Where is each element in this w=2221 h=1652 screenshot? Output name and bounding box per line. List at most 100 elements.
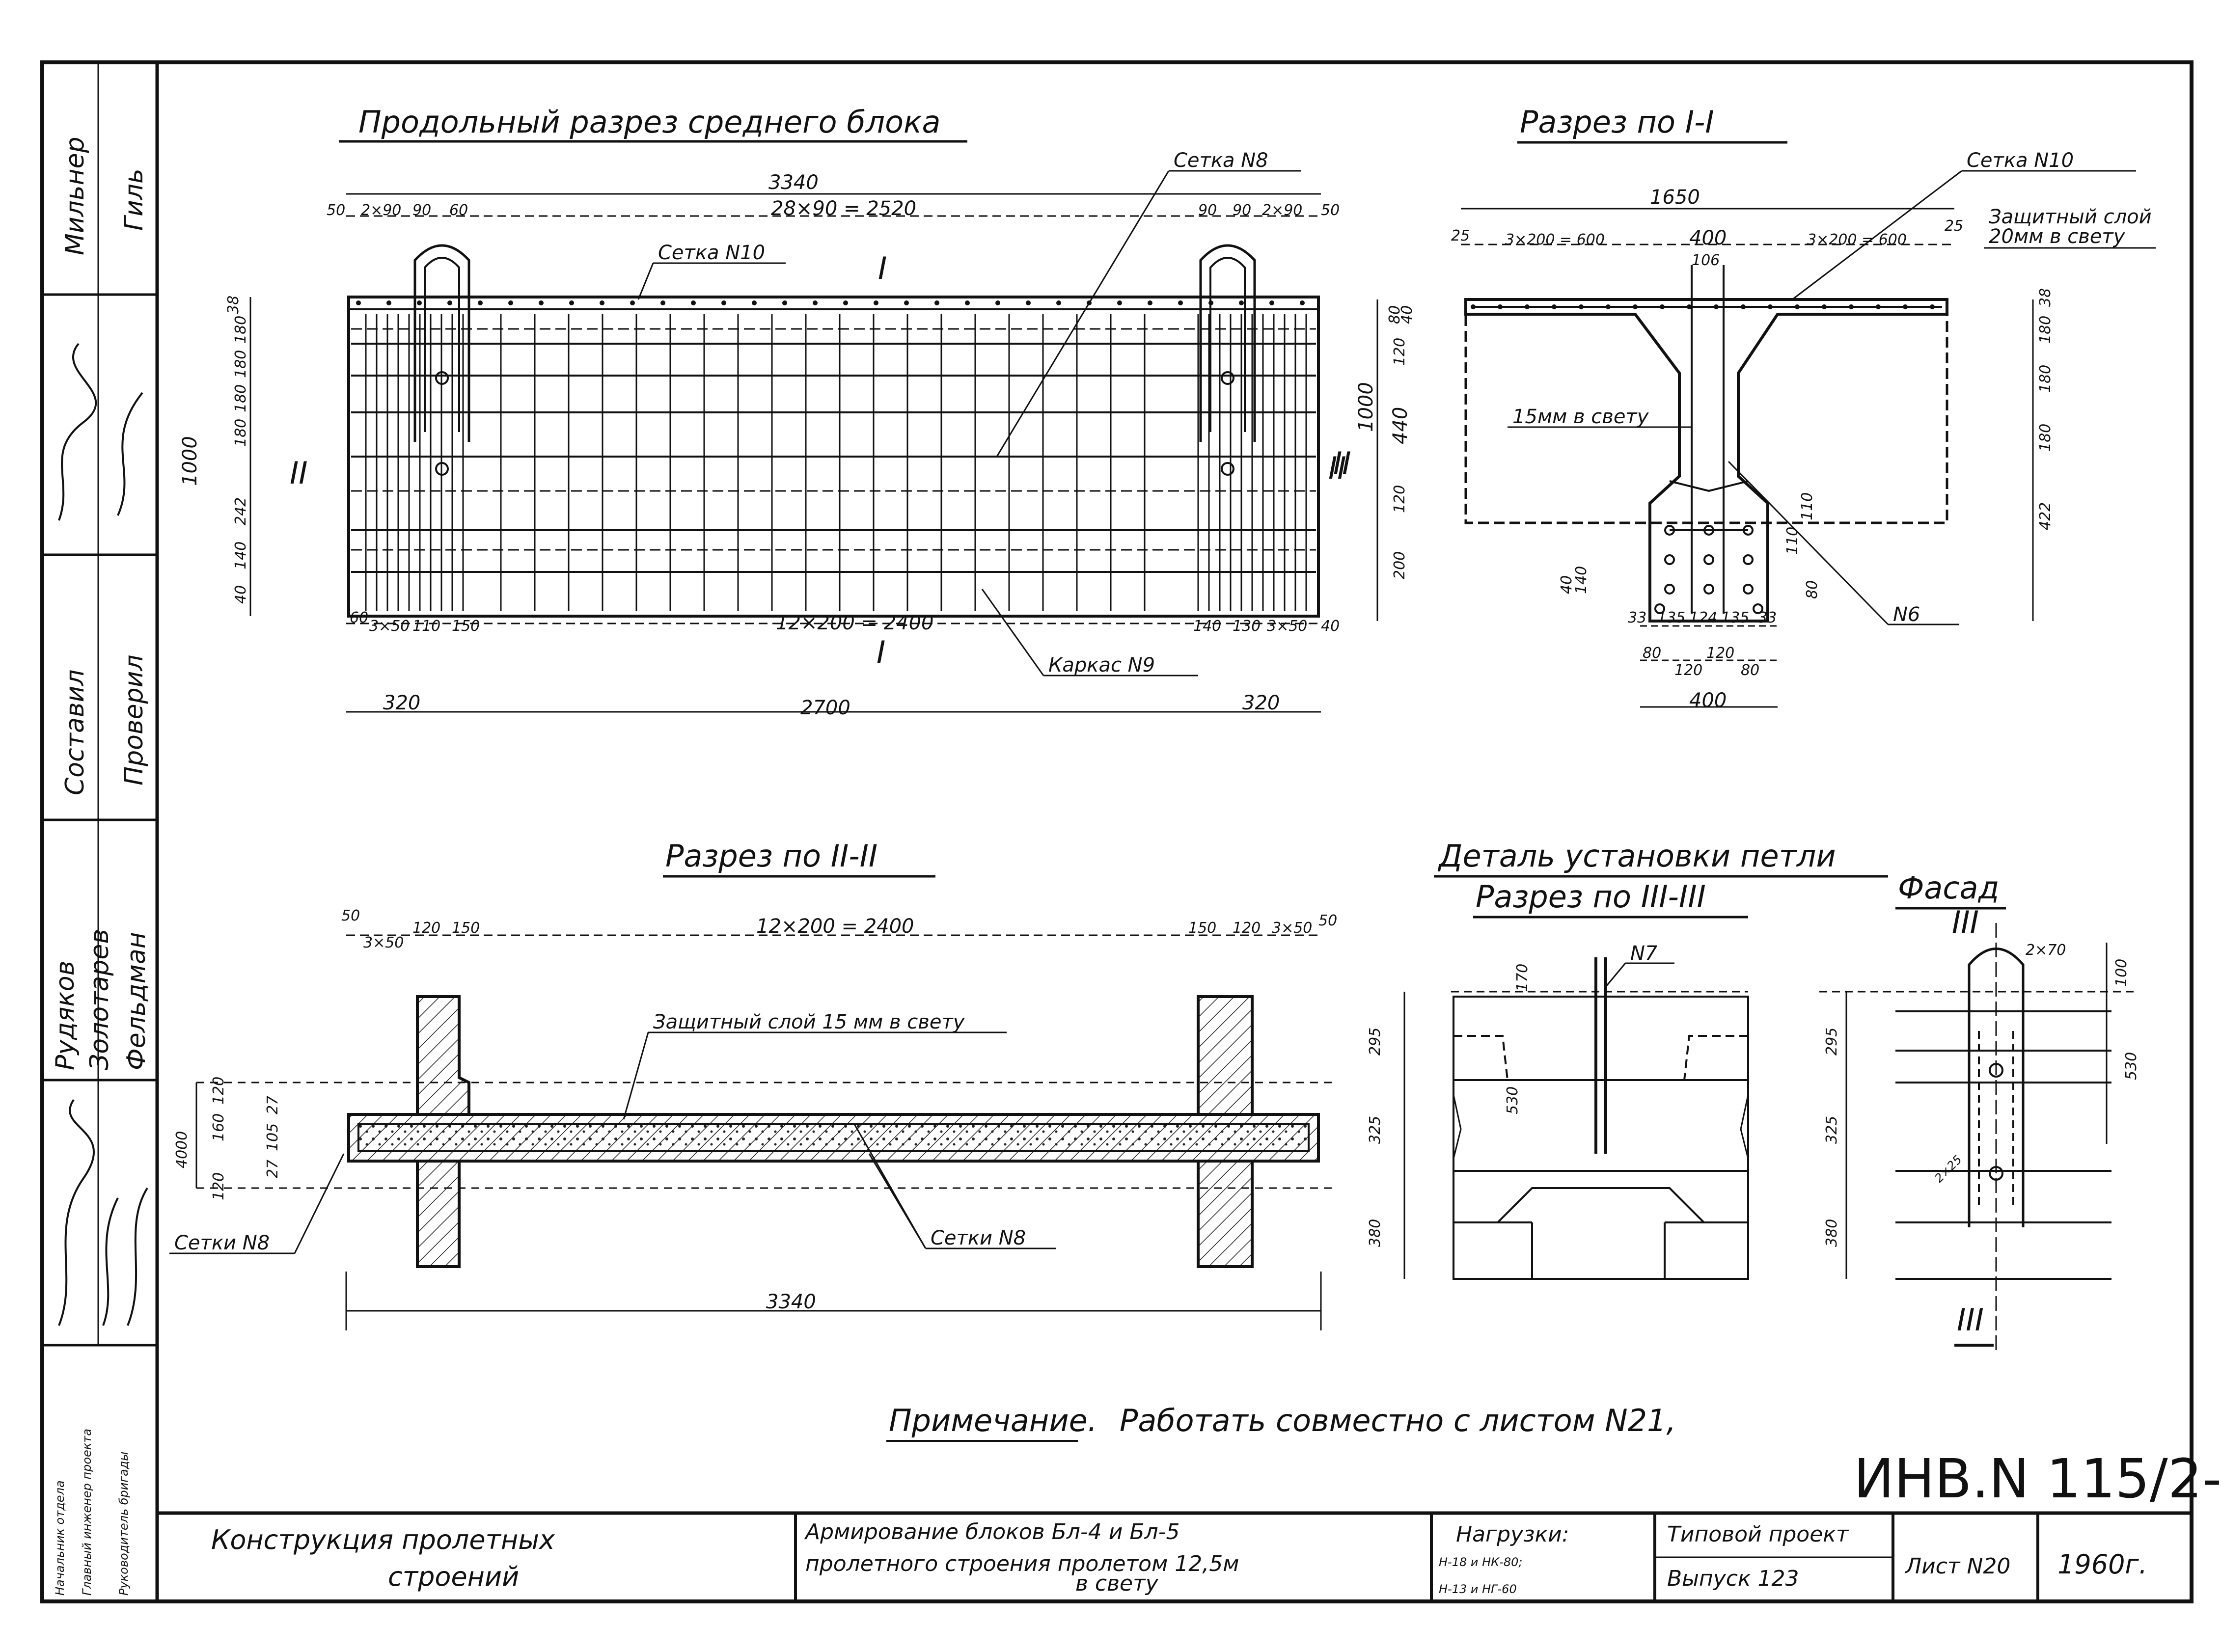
svg-text:40: 40 xyxy=(232,585,249,604)
structure-name-2: строений xyxy=(388,1561,519,1592)
description-1: Армирование блоков Бл-4 и Бл-5 xyxy=(804,1519,1180,1544)
stamp-name-rudyakov: Рудяков xyxy=(51,961,80,1070)
svg-text:120: 120 xyxy=(1233,920,1261,937)
description-3: в свету xyxy=(1075,1571,1159,1596)
dim-bottom-width: 400 xyxy=(1689,689,1727,712)
section-II-II: Разрез по II-II 50 3×50 120 150 12×200 =… xyxy=(169,838,1337,1330)
section-III-title: Разрез по III-III xyxy=(1476,879,1706,915)
loop-detail-title: Деталь установки петли xyxy=(1437,838,1836,874)
svg-text:440: 440 xyxy=(1389,407,1412,444)
svg-text:38: 38 xyxy=(225,296,242,314)
rebar-dot xyxy=(1300,300,1305,305)
rebar-dot xyxy=(843,300,848,305)
dim-overall-right: 320 xyxy=(1242,692,1280,714)
svg-text:27: 27 xyxy=(264,1160,281,1178)
rebar-dot xyxy=(965,300,970,305)
dim-overall-left: 320 xyxy=(383,692,420,714)
rebar-dot xyxy=(1822,304,1827,309)
dim-overall-top: 3340 xyxy=(768,171,819,194)
svg-text:325: 325 xyxy=(1823,1116,1840,1144)
rebar-dot xyxy=(691,300,696,305)
sheet-border xyxy=(40,60,2194,1603)
svg-text:80: 80 xyxy=(1804,580,1821,599)
mesh-n10-label: Сетка N10 xyxy=(658,242,765,264)
rebar-dot xyxy=(1178,300,1183,305)
svg-text:180: 180 xyxy=(2037,424,2054,452)
longitudinal-section: Продольный разрез среднего блока 3340 50… xyxy=(179,104,1346,719)
stamp-role-compiled: Составил xyxy=(60,669,90,795)
rebar-dot xyxy=(1606,304,1611,309)
rebar-dot xyxy=(1795,304,1800,309)
rebar-bar xyxy=(1743,584,1754,595)
stamp-role-checked: Проверил xyxy=(119,654,149,785)
rebar-dot xyxy=(1087,300,1092,305)
dim-height: 1000 xyxy=(179,436,201,486)
svg-text:90: 90 xyxy=(412,202,431,219)
svg-text:40: 40 xyxy=(1558,575,1575,594)
rebar-dot xyxy=(721,300,726,305)
rebar-dot xyxy=(1660,304,1665,309)
svg-text:180: 180 xyxy=(2037,316,2054,344)
svg-text:80: 80 xyxy=(1741,662,1759,679)
svg-text:33: 33 xyxy=(1628,609,1646,626)
loop-detail: Деталь установки петли Разрез по III-III… xyxy=(1367,838,2140,1350)
sheet-number: Лист N20 xyxy=(1904,1554,2010,1579)
svg-text:120: 120 xyxy=(210,1077,227,1105)
section-mark-II-right: II xyxy=(1328,450,1346,486)
rebar-dot xyxy=(1876,304,1881,309)
dim-width-1650: 1650 xyxy=(1650,186,1700,209)
loads-2: Н-13 и НГ-60 xyxy=(1439,1582,1517,1596)
frame-n6-label: N6 xyxy=(1893,603,1920,626)
svg-text:180: 180 xyxy=(232,350,249,378)
stamp-name-zolotarev: Золотарев xyxy=(85,929,114,1070)
mesh-n8-label: Сетка N8 xyxy=(1174,149,1268,172)
svg-text:110: 110 xyxy=(1799,492,1816,520)
svg-text:3×50: 3×50 xyxy=(363,934,404,951)
description-2: пролетного строения пролетом 12,5м xyxy=(805,1551,1239,1576)
loads-1: Н-18 и НК-80; xyxy=(1439,1555,1522,1569)
svg-text:106: 106 xyxy=(1692,252,1720,269)
svg-text:38: 38 xyxy=(2037,288,2054,307)
rebar-dot xyxy=(1687,304,1692,309)
rebar-dot xyxy=(630,300,635,305)
rebar-n7-label: N7 xyxy=(1630,942,1658,965)
facade-title: Фасад xyxy=(1898,870,1999,906)
svg-text:2×25: 2×25 xyxy=(1932,1153,1964,1185)
section-II-title: Разрез по II-II xyxy=(665,838,877,874)
clear-cover-label: 15мм в свету xyxy=(1512,406,1649,428)
mesh-n8-left: Сетки N8 xyxy=(174,1232,270,1254)
svg-text:120: 120 xyxy=(1706,645,1734,662)
svg-text:180: 180 xyxy=(232,384,249,412)
section-I-title: Разрез по I-I xyxy=(1520,104,1714,140)
cover-label-1: Защитный слой xyxy=(1989,206,2152,228)
structure-name-1: Конструкция пролетных xyxy=(211,1524,555,1555)
svg-text:180: 180 xyxy=(2037,365,2054,393)
rebar-dot xyxy=(904,300,909,305)
rebar-dot xyxy=(356,300,361,305)
svg-text:3×200 = 600: 3×200 = 600 xyxy=(1505,231,1605,248)
stamp-name-gil: Гиль xyxy=(119,168,149,231)
stamp-name-milner: Мильнер xyxy=(60,136,90,255)
project-2: Выпуск 123 xyxy=(1667,1566,1799,1591)
svg-text:2×90: 2×90 xyxy=(361,202,401,219)
svg-text:100: 100 xyxy=(2113,959,2130,987)
rebar-dot xyxy=(1741,304,1746,309)
rebar-dot xyxy=(1849,304,1854,309)
svg-text:530: 530 xyxy=(1504,1086,1521,1114)
cover-15mm-label: Защитный слой 15 мм в свету xyxy=(653,1011,965,1033)
rebar-dot xyxy=(1056,300,1061,305)
reinforcement-grid xyxy=(351,300,1316,611)
rebar-dot xyxy=(508,300,513,305)
svg-text:2×70: 2×70 xyxy=(2026,942,2066,959)
section-mark-III-bottom: III xyxy=(1957,1302,1984,1338)
rebar-dot xyxy=(386,300,391,305)
svg-text:90: 90 xyxy=(1198,202,1217,219)
svg-text:295: 295 xyxy=(1823,1028,1840,1056)
rebar-dot xyxy=(995,300,1000,305)
rebar-dot xyxy=(1930,304,1935,309)
section-mark-I-bottom: I xyxy=(877,634,885,670)
svg-text:140: 140 xyxy=(232,542,249,569)
svg-text:80: 80 xyxy=(1386,305,1403,324)
rebar-bar xyxy=(1654,603,1665,614)
